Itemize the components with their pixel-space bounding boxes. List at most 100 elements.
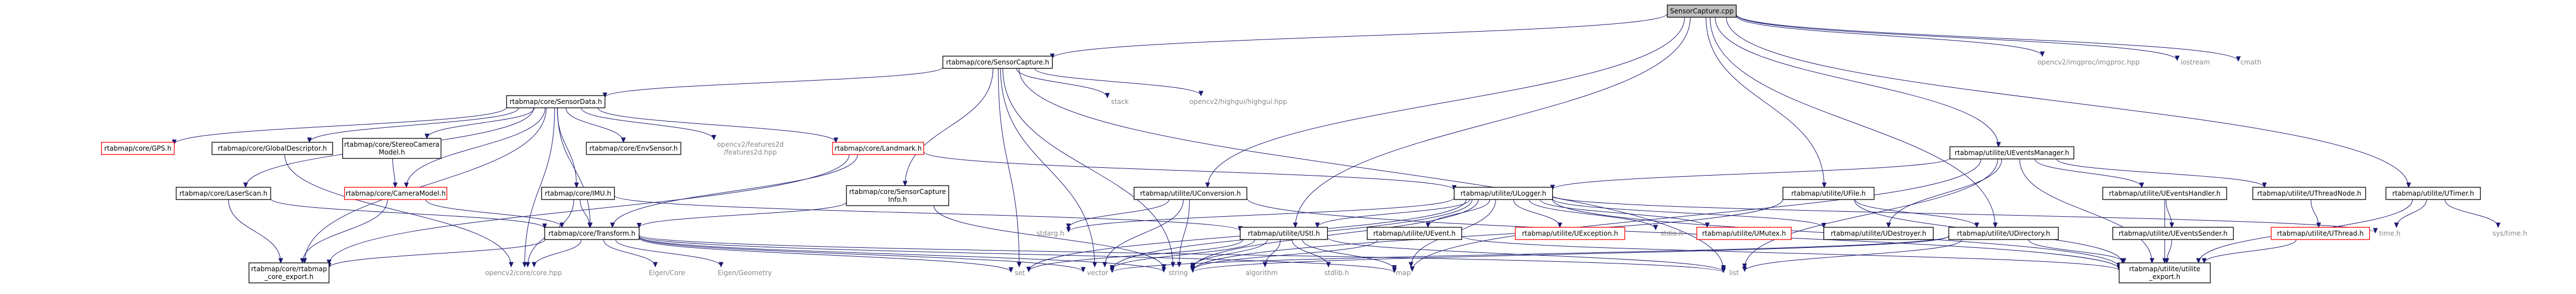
node-transform-h[interactable]: rtabmap/core/Transform.h: [544, 227, 640, 240]
node-ulogger-h[interactable]: rtabmap/utilite/ULogger.h: [1453, 187, 1553, 200]
edge-root-to-conversion-h: [1207, 17, 1685, 188]
node-label: sys/time.h: [2493, 230, 2527, 237]
node-udestroyer-h[interactable]: rtabmap/utilite/UDestroyer.h: [1823, 227, 1934, 240]
node-stdlib-h: stdlib.h: [1324, 269, 1349, 277]
node-envsensor-h[interactable]: rtabmap/core/EnvSensor.h: [586, 142, 681, 155]
node-udirectory-h[interactable]: rtabmap/utilite/UDirectory.h: [1948, 227, 2059, 240]
node-box: [2252, 187, 2366, 200]
arrowhead: [2169, 222, 2174, 228]
node-root[interactable]: SensorCapture.cpp: [1667, 4, 1737, 18]
node-set: set: [1015, 269, 1025, 277]
node-imu-h[interactable]: rtabmap/core/IMU.h: [541, 187, 615, 200]
arrowhead: [833, 137, 839, 143]
node-box: [541, 187, 615, 200]
edge-ustl-h-to-vector: [1112, 239, 1255, 270]
node-ueventssender-h[interactable]: rtabmap/utilite/UEventsSender.h: [2112, 227, 2234, 240]
arrowhead: [2164, 258, 2170, 264]
edge-sensordata-h-to-features2d: [581, 107, 714, 140]
node-box: [344, 187, 447, 200]
edge-sensorcapture-h-to-set: [998, 68, 1020, 267]
node-stdio-h: stdio.h: [1661, 230, 1683, 237]
arrowhead: [1426, 222, 1431, 228]
node-laserscan-h[interactable]: rtabmap/core/LaserScan.h: [176, 187, 271, 200]
edge-sensorcaptureinfo-h-to-transform-h: [639, 201, 847, 228]
arrowhead: [278, 258, 283, 264]
node-label: map: [1396, 269, 1411, 277]
arrowhead: [610, 222, 615, 228]
node-label: Eigen/Geometry: [718, 269, 771, 277]
node-uevent-h[interactable]: rtabmap/utilite/UEvent.h: [1367, 227, 1462, 240]
arrowhead: [1408, 262, 1414, 268]
node-conversion-h[interactable]: rtabmap/utilite/UConversion.h: [1133, 187, 1248, 200]
node-cameramodel-h[interactable]: rtabmap/core/CameraModel.h: [344, 187, 447, 200]
arrowhead: [1293, 222, 1298, 228]
arrowhead: [1066, 227, 1071, 233]
arrowhead: [1190, 262, 1195, 268]
node-rtabmap-core-export[interactable]: rtabmap/core/rtabmap_core_export.h: [248, 262, 330, 283]
node-sensorcapture-h[interactable]: rtabmap/core/SensorCapture.h: [942, 56, 1053, 69]
arrowhead: [621, 137, 626, 143]
arrowhead: [1392, 265, 1397, 271]
node-opencv-imgproc: opencv2/imgproc/imgproc.hpp: [2037, 58, 2140, 66]
edge-ueventsmanager-h-to-uthreadnode-h: [2056, 158, 2265, 188]
node-label: rtabmap/utilite/utilite: [2129, 265, 2200, 273]
node-label: rtabmap/core/LaserScan.h: [180, 190, 268, 197]
edge-ulogger-h-to-umutex-h: [1539, 199, 1708, 228]
node-eigen-geometry: Eigen/Geometry: [718, 269, 771, 277]
edge-transform-h-to-eigen-geometry: [615, 239, 721, 267]
edge-ulogger-h-to-stdarg-h: [1068, 197, 1454, 232]
edge-landmark-h-to-transform-h: [612, 154, 858, 228]
node-uexception-h[interactable]: rtabmap/utilite/UException.h: [1514, 227, 1626, 240]
edge-cameramodel-h-to-rtabmap-core-export: [302, 199, 388, 263]
node-box: [2102, 187, 2228, 200]
edge-ulogger-h-to-stdio-h: [1528, 199, 1656, 230]
node-label: set: [1015, 269, 1025, 277]
node-utilite-export[interactable]: rtabmap/utilite/utilite_export.h: [2119, 262, 2211, 283]
node-landmark-h[interactable]: rtabmap/core/Landmark.h: [832, 142, 924, 155]
node-label: rtabmap/core/EnvSensor.h: [589, 144, 677, 152]
arrowhead: [1721, 267, 1726, 273]
arrowhead: [1080, 267, 1086, 273]
node-box: [1453, 187, 1553, 200]
node-eigen-core: Eigen/Core: [649, 269, 685, 277]
edge-sensordata-h-to-transform-h: [557, 107, 591, 228]
edge-sensorcapture-h-to-stack: [1016, 68, 1108, 98]
node-uthreadnode-h[interactable]: rtabmap/utilite/UThreadNode.h: [2252, 187, 2366, 200]
node-gps-h[interactable]: rtabmap/core/GPS.h: [101, 142, 175, 155]
arrowhead: [2495, 222, 2501, 228]
arrowhead: [300, 258, 305, 264]
node-cmath: cmath: [2240, 58, 2261, 66]
node-ueventsmanager-h[interactable]: rtabmap/utilite/UEventsManager.h: [1949, 146, 2075, 160]
arrowhead: [522, 262, 527, 268]
node-label: rtabmap/utilite/UConversion.h: [1140, 190, 1240, 197]
node-label: Eigen/Core: [649, 269, 685, 277]
node-ustl-h[interactable]: rtabmap/utilite/UStl.h: [1239, 227, 1328, 240]
node-ueventshandler-h[interactable]: rtabmap/utilite/UEventsHandler.h: [2102, 187, 2228, 200]
edge-sensordata-h-to-envsensor-h: [565, 107, 624, 143]
nodes-layer: SensorCapture.cpp rtabmap/core/SensorCapt…: [101, 4, 2527, 283]
node-label: rtabmap/utilite/UEventsHandler.h: [2109, 190, 2221, 197]
node-sensordata-h[interactable]: rtabmap/core/SensorData.h: [506, 95, 606, 108]
node-label: rtabmap/utilite/UStl.h: [1248, 230, 1320, 237]
node-opencv-core: opencv2/core/core.hpp: [485, 269, 562, 277]
node-uthread-h[interactable]: rtabmap/utilite/UThread.h: [2270, 227, 2370, 240]
node-umutex-h[interactable]: rtabmap/utilite/UMutex.h: [1696, 227, 1792, 240]
arrowhead: [587, 222, 592, 228]
arrowhead: [509, 262, 514, 268]
arrowhead: [719, 262, 724, 268]
arrowhead: [636, 222, 642, 228]
arrowhead: [2175, 56, 2180, 61]
node-ufile-h[interactable]: rtabmap/utilite/UFile.h: [1782, 187, 1875, 200]
node-map: map: [1396, 269, 1411, 277]
arrowhead: [1996, 142, 2001, 148]
arrowhead: [1102, 262, 1108, 268]
node-utimer-h[interactable]: rtabmap/utilite/UTimer.h: [2385, 187, 2481, 200]
edge-landmark-h-to-ulogger-h: [923, 151, 1454, 191]
arrowhead: [2149, 258, 2155, 264]
edge-transform-h-to-opencv-core: [534, 239, 582, 267]
arrowhead: [711, 134, 716, 141]
edge-sensorcapture-h-to-vector: [1000, 68, 1095, 267]
node-globaldesc-h[interactable]: rtabmap/core/GlobalDescriptor.h: [211, 142, 333, 155]
